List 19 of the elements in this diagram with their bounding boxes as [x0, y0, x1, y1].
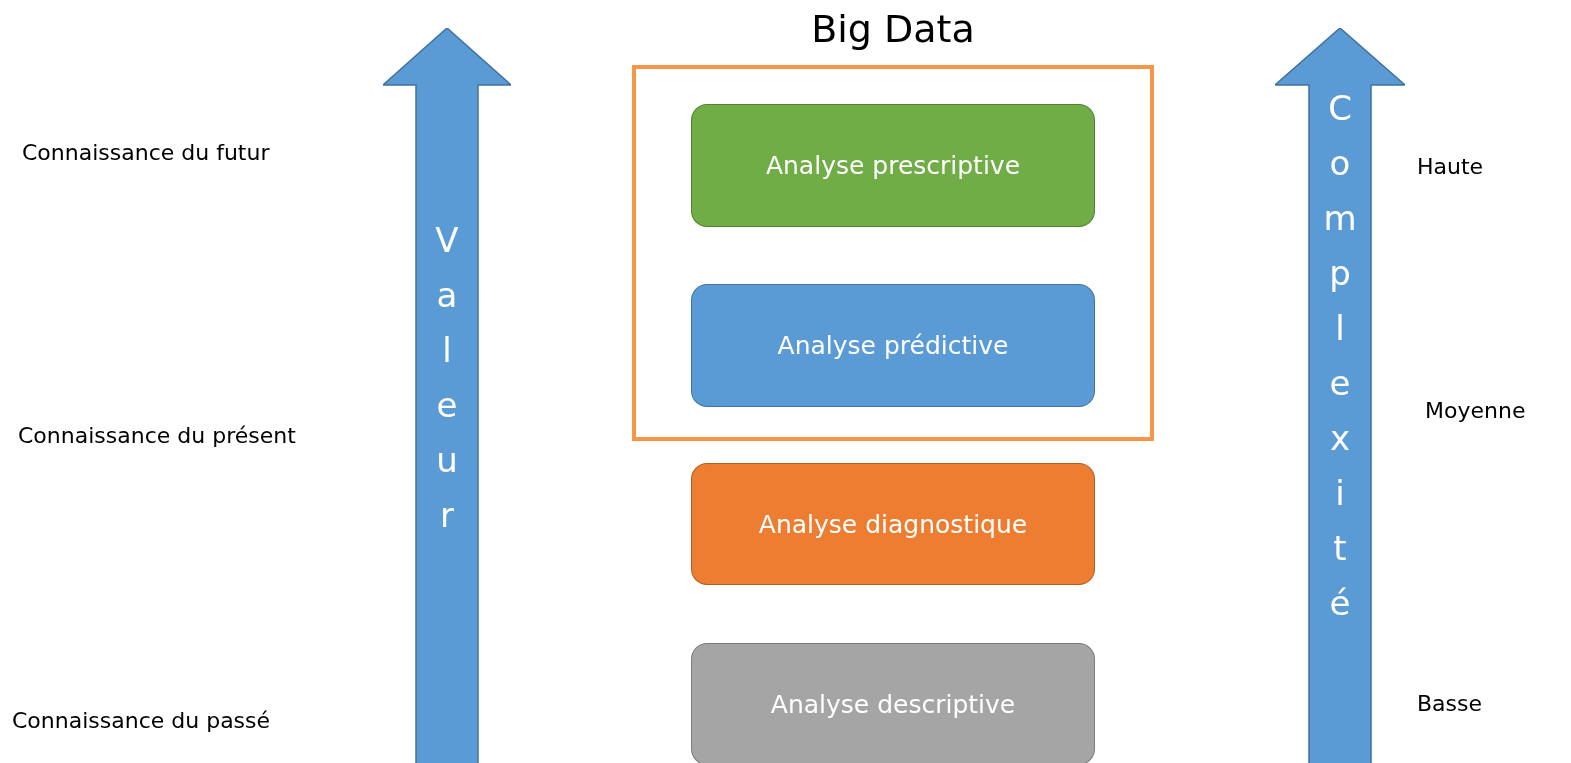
- analysis-box: [691, 463, 1095, 585]
- side-label: Connaissance du présent: [18, 423, 296, 448]
- arrow-label: Valeur: [435, 219, 459, 537]
- arrow-label: Complexité: [1323, 87, 1357, 625]
- group-heading: Big Data: [810, 7, 976, 51]
- side-label: Basse: [1417, 691, 1483, 716]
- analysis-box: [691, 643, 1095, 763]
- side-label: Haute: [1417, 154, 1484, 179]
- upward-arrow: [1275, 28, 1405, 763]
- analysis-box: [691, 284, 1095, 407]
- upward-arrow: [383, 28, 511, 763]
- box-label: Analyse descriptive: [770, 689, 1016, 719]
- box-label: Analyse prescriptive: [765, 151, 1021, 180]
- side-label: Connaissance du futur: [22, 140, 270, 165]
- side-label: Moyenne: [1425, 398, 1526, 423]
- box-label: Analyse diagnostique: [758, 509, 1028, 539]
- analysis-box: [691, 104, 1095, 227]
- side-label: Connaissance du passé: [12, 708, 271, 733]
- box-label: Analyse prédictive: [777, 331, 1009, 360]
